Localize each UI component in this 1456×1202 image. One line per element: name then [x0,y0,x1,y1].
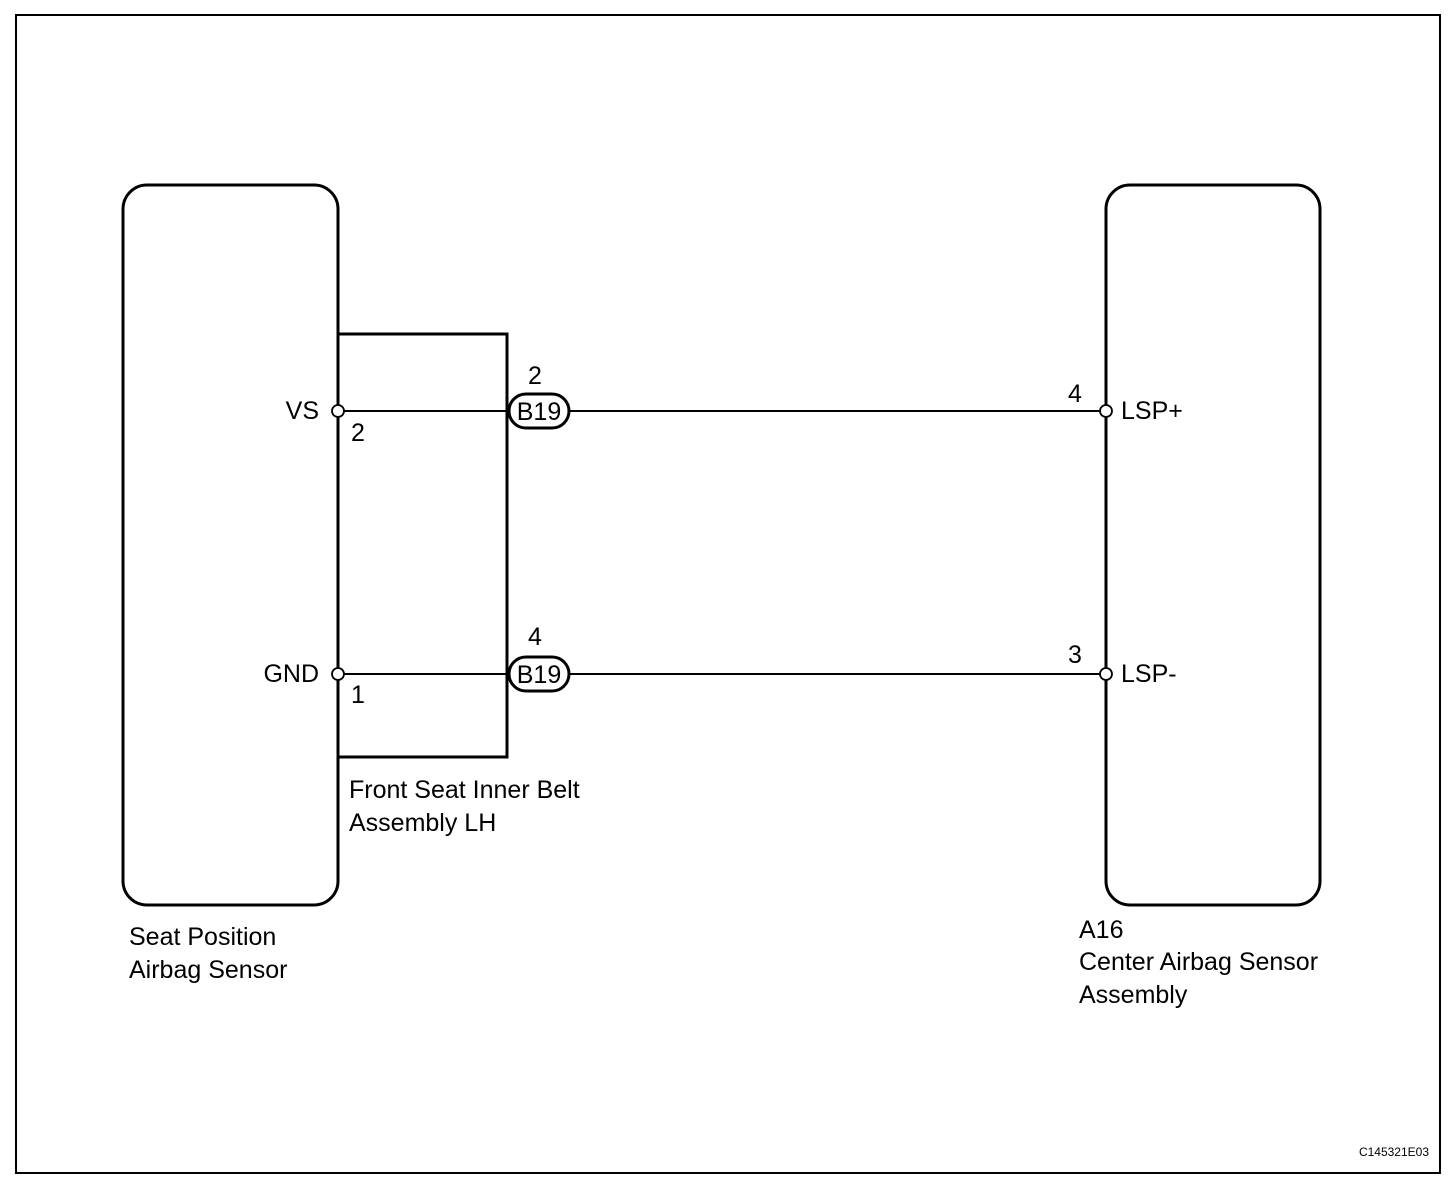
left-component-label-line1: Seat Position [129,923,276,951]
seat-position-airbag-sensor-box [121,183,340,907]
center-airbag-sensor-box [1104,183,1322,907]
terminal-vs [331,404,345,418]
diagram-frame [15,14,1441,1174]
front-seat-inner-belt-assembly-outline [338,332,509,759]
connector-b19-upper [507,392,571,430]
pin-number-lsp-plus: 4 [1068,380,1082,408]
terminal-lsp-plus [1099,404,1113,418]
right-component-label-line1: Center Airbag Sensor [1079,948,1318,976]
terminal-lsp-minus [1099,667,1113,681]
right-component-code: A16 [1079,916,1123,944]
pin-number-lsp-minus: 3 [1068,641,1082,669]
right-component-label-line2: Assembly [1079,981,1188,1009]
pin-number-vs: 2 [351,419,365,447]
pin-number-gnd: 1 [351,681,365,709]
connector-b19-lower-label: B19 [517,661,561,689]
pin-label-vs: VS [286,397,319,425]
figure-id: C145321E03 [1359,1145,1429,1159]
connector-b19-upper-pin: 2 [528,362,542,390]
belt-assembly-label-line1: Front Seat Inner Belt [349,776,580,804]
terminal-gnd [331,667,345,681]
pin-label-lsp-minus: LSP- [1121,660,1177,688]
pin-label-gnd: GND [263,660,319,688]
belt-assembly-label-line2: Assembly LH [349,809,496,837]
left-component-label-line2: Airbag Sensor [129,956,287,984]
pin-label-lsp-plus: LSP+ [1121,397,1183,425]
connector-b19-lower [507,655,571,693]
connector-b19-lower-pin: 4 [528,623,542,651]
connector-b19-upper-label: B19 [517,398,561,426]
